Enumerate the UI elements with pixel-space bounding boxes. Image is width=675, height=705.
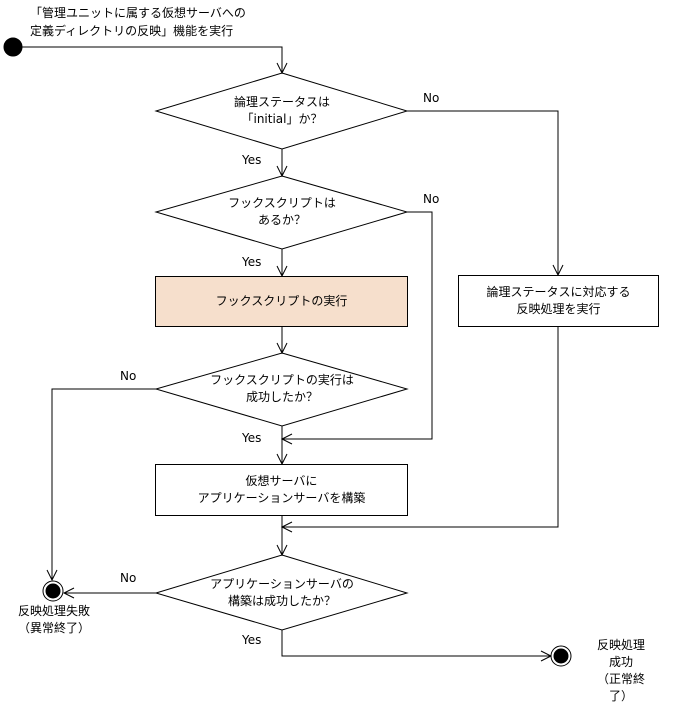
d1-yes-label: Yes: [242, 153, 262, 167]
connector-reflect-merge: [282, 326, 559, 528]
connector-d3-no: [51, 388, 156, 580]
arrowhead: [276, 544, 288, 557]
d1-no-label: No: [423, 91, 440, 105]
arrowhead: [62, 587, 75, 599]
hook-exec-box: フックスクリプトの実行: [155, 276, 408, 327]
arrowhead: [280, 521, 293, 533]
d3-yes-label: Yes: [242, 431, 262, 445]
decision-4-label: アプリケーションサーバの 構築は成功したか？: [210, 577, 354, 608]
start-node: [3, 37, 23, 57]
decision-2-label: フックスクリプトは あるか？: [228, 196, 336, 227]
d2-yes-label: Yes: [242, 255, 262, 269]
success-end-label: 反映処理成功 （正常終了）: [596, 638, 645, 703]
success-end-inner: [553, 648, 569, 664]
arrowhead: [46, 569, 58, 582]
reflect-box: 論理ステータスに対応する 反映処理を実行: [458, 275, 659, 327]
connector-d4-yes: [281, 630, 551, 657]
build-label: 仮想サーバに アプリケーションサーバを構築: [197, 474, 366, 505]
arrowhead: [276, 342, 288, 355]
connector-start-d1: [22, 46, 283, 73]
arrowhead: [276, 165, 288, 178]
reflect-label: 論理ステータスに対応する 反映処理を実行: [486, 285, 631, 316]
d4-yes-label: Yes: [242, 633, 262, 647]
fail-end-inner: [45, 583, 61, 599]
d4-no-label: No: [120, 571, 137, 585]
connector-d1-no: [407, 110, 559, 275]
hook-exec-label: フックスクリプトの実行: [215, 294, 348, 308]
build-box: 仮想サーバに アプリケーションサーバを構築: [155, 464, 408, 516]
flowchart-canvas: [3, 37, 572, 667]
start-label: 「管理ユニットに属する仮想サーバへの 定義ディレクトリの反映」機能を実行: [30, 6, 246, 38]
connector-d2-no: [282, 211, 433, 440]
arrowhead: [276, 62, 288, 75]
arrowhead: [280, 433, 293, 445]
decision-1-label: 論理ステータスは 「initial」か？: [233, 95, 331, 126]
decision-3-label: フックスクリプトの実行は 成功したか？: [210, 373, 354, 404]
fail-end-label: 反映処理失敗 （異常終了）: [17, 604, 91, 635]
d3-no-label: No: [120, 369, 137, 383]
d2-no-label: No: [423, 192, 440, 206]
